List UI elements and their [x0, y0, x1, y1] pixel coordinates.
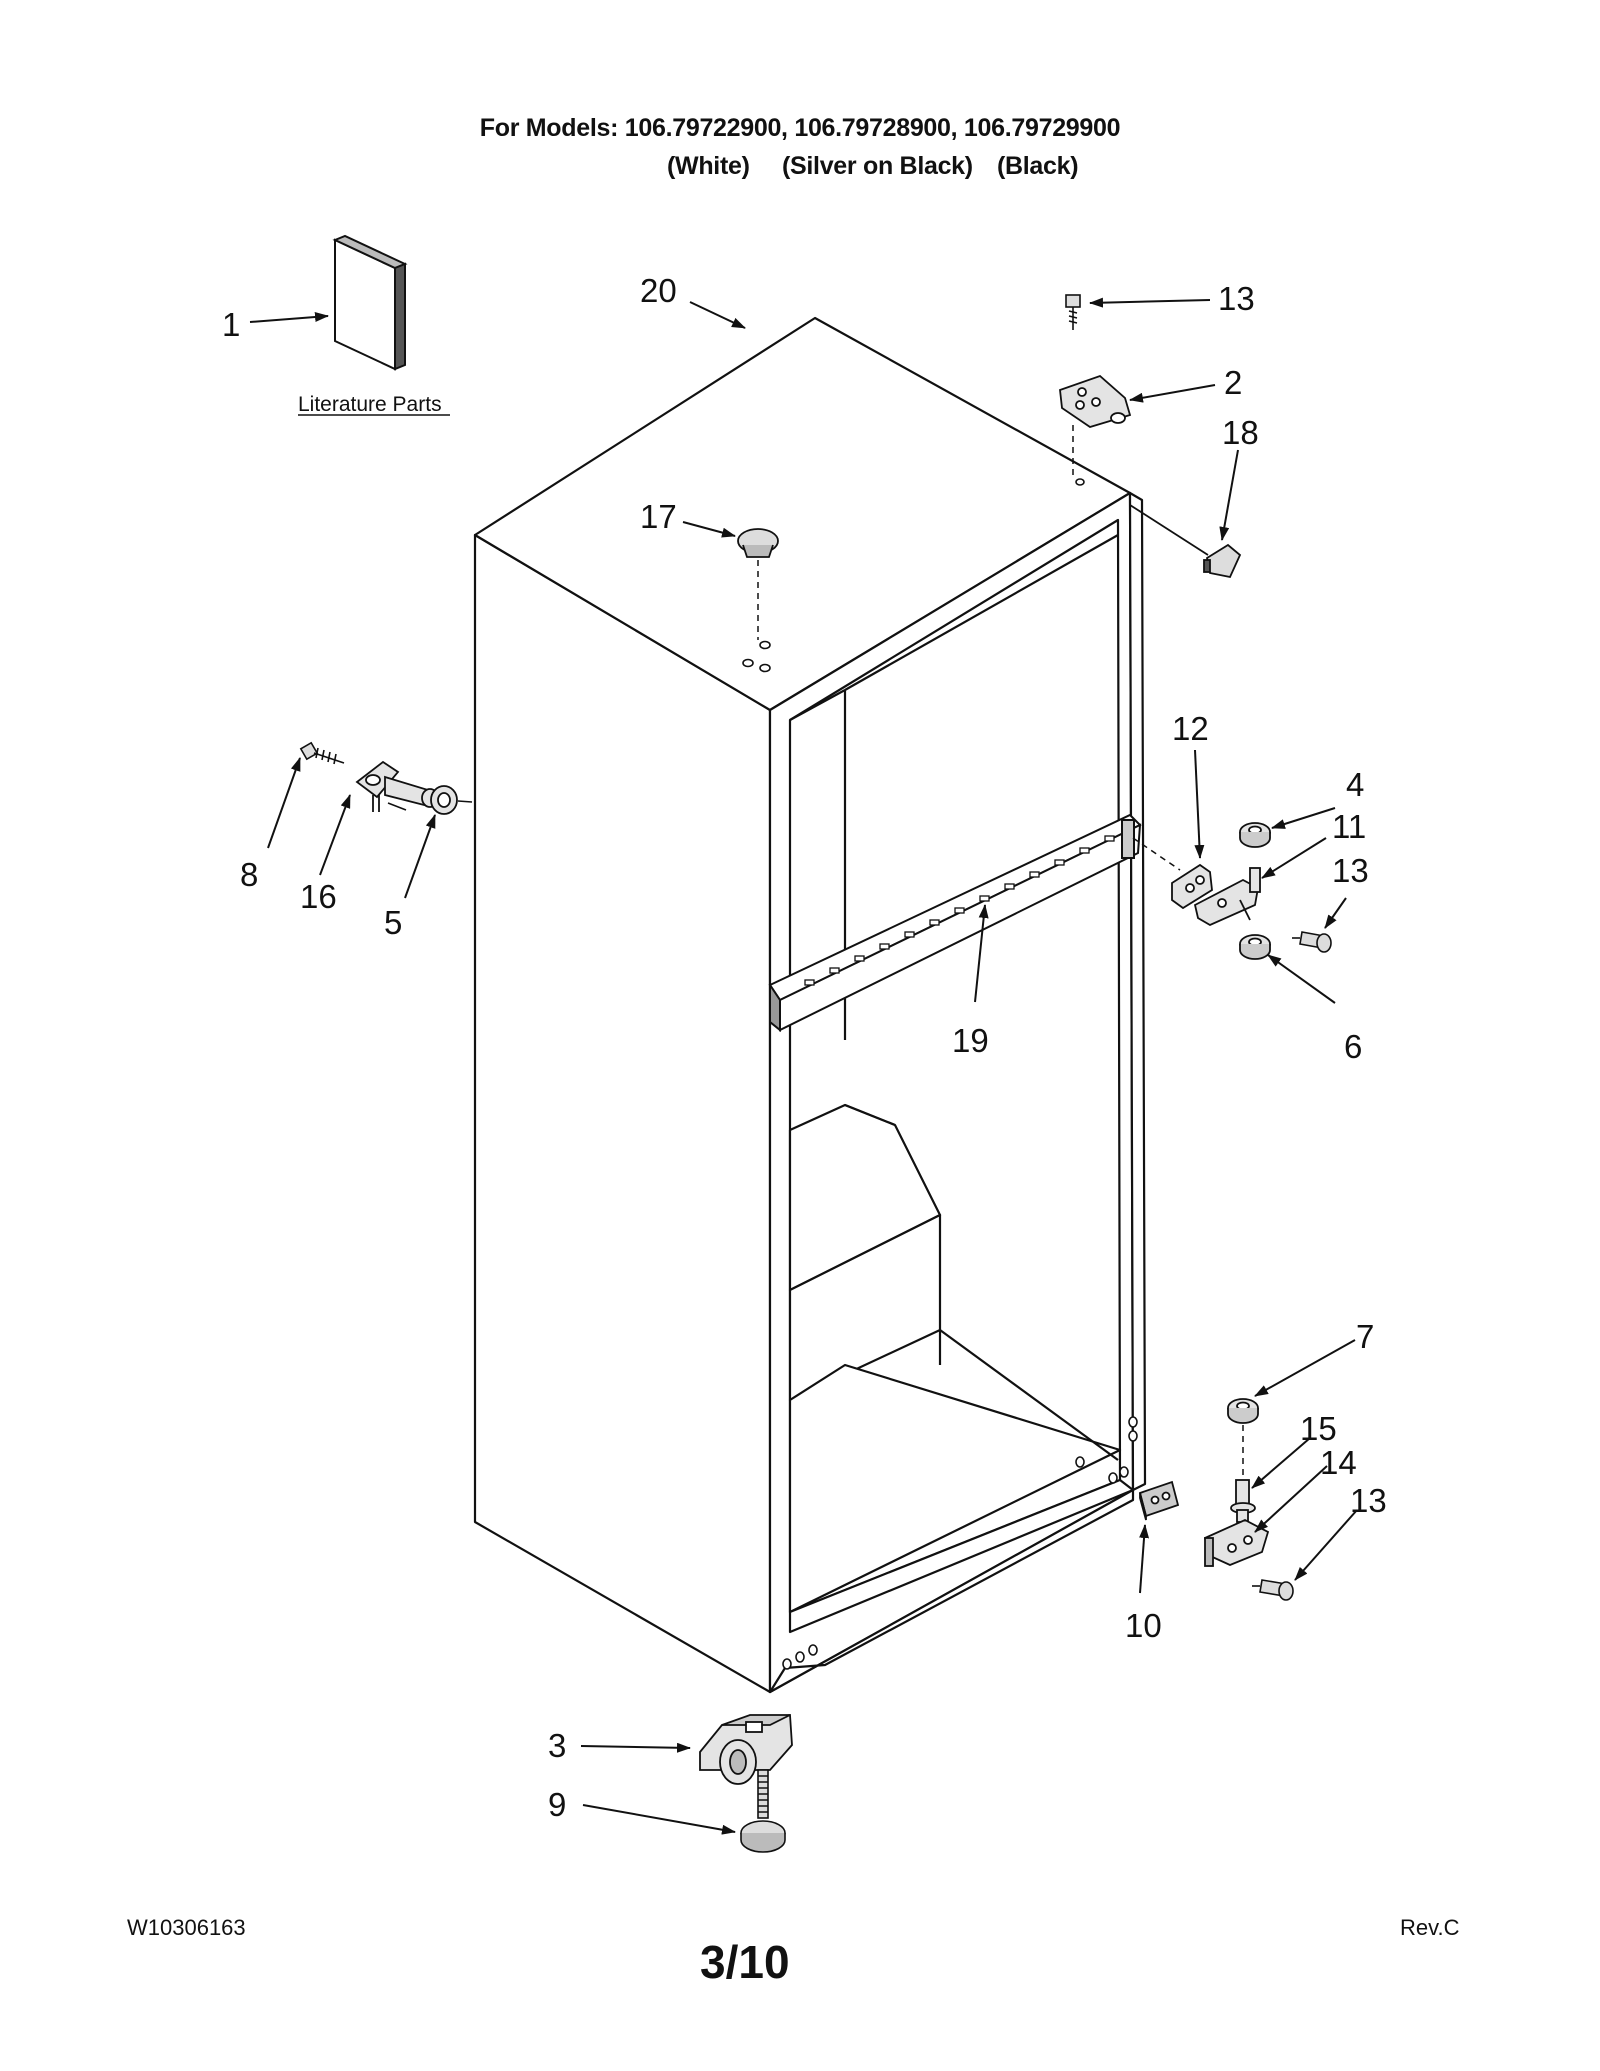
color-black: (Black)	[997, 152, 1079, 180]
callout-13-bottom: 13	[1350, 1482, 1387, 1519]
washer-5	[430, 785, 458, 815]
top-hinge-2	[1059, 374, 1132, 428]
color-white: (White)	[667, 152, 750, 180]
callout-2: 2	[1224, 364, 1242, 401]
revision: Rev.C	[1400, 1915, 1460, 1940]
leveling-leg-9	[740, 1769, 786, 1853]
callout-8: 8	[240, 856, 258, 893]
document-number: W10306163	[127, 1915, 246, 1940]
models-title: For Models: 106.79722900, 106.79728900, …	[479, 114, 1121, 142]
callout-15: 15	[1300, 1410, 1337, 1447]
callout-12: 12	[1172, 710, 1209, 747]
screw-13-bottom	[1252, 1579, 1294, 1601]
color-silver-on-black: (Silver on Black)	[782, 152, 973, 180]
hinge-plate-12	[1171, 863, 1213, 910]
callout-14: 14	[1320, 1444, 1357, 1481]
callout-9: 9	[548, 1786, 566, 1823]
bottom-hinge-14	[1203, 1519, 1270, 1567]
literature-parts-label: Literature Parts	[298, 393, 442, 416]
page-number: 3/10	[700, 1936, 790, 1988]
shim-10	[1138, 1480, 1180, 1521]
screw-8	[299, 741, 345, 765]
literature-parts-booklet	[332, 234, 408, 371]
bracket-16	[355, 760, 439, 812]
callout-7: 7	[1356, 1318, 1374, 1355]
divider-rail-slots	[804, 835, 1115, 986]
hinge-pin-15	[1230, 1479, 1256, 1523]
callout-1: 1	[222, 306, 240, 343]
washer-7	[1227, 1398, 1259, 1424]
callout-4: 4	[1346, 766, 1364, 803]
callout-18: 18	[1222, 414, 1259, 451]
leader-arrows	[249, 297, 1358, 1835]
callout-17: 17	[640, 498, 677, 535]
callout-5: 5	[384, 904, 402, 941]
washer-4	[1239, 822, 1271, 848]
plug-17	[737, 528, 779, 558]
washer-6	[1239, 934, 1271, 960]
callout-6: 6	[1344, 1028, 1362, 1065]
hinge-cover-18	[1203, 543, 1242, 579]
callout-10: 10	[1125, 1607, 1162, 1644]
callout-11: 11	[1332, 808, 1366, 845]
callout-20: 20	[640, 272, 677, 309]
center-hinge-11	[1193, 867, 1261, 927]
callout-16: 16	[300, 878, 337, 915]
callout-13-center: 13	[1332, 852, 1369, 889]
screw-13-top	[1065, 294, 1081, 330]
roller-bracket-3	[699, 1713, 793, 1785]
callout-13-top: 13	[1218, 280, 1255, 317]
screw-13-center	[1292, 931, 1332, 953]
callout-19: 19	[952, 1022, 989, 1059]
callout-3: 3	[548, 1727, 566, 1764]
refrigerator-cabinet	[473, 316, 1147, 1694]
frame-holes	[742, 478, 1138, 1670]
